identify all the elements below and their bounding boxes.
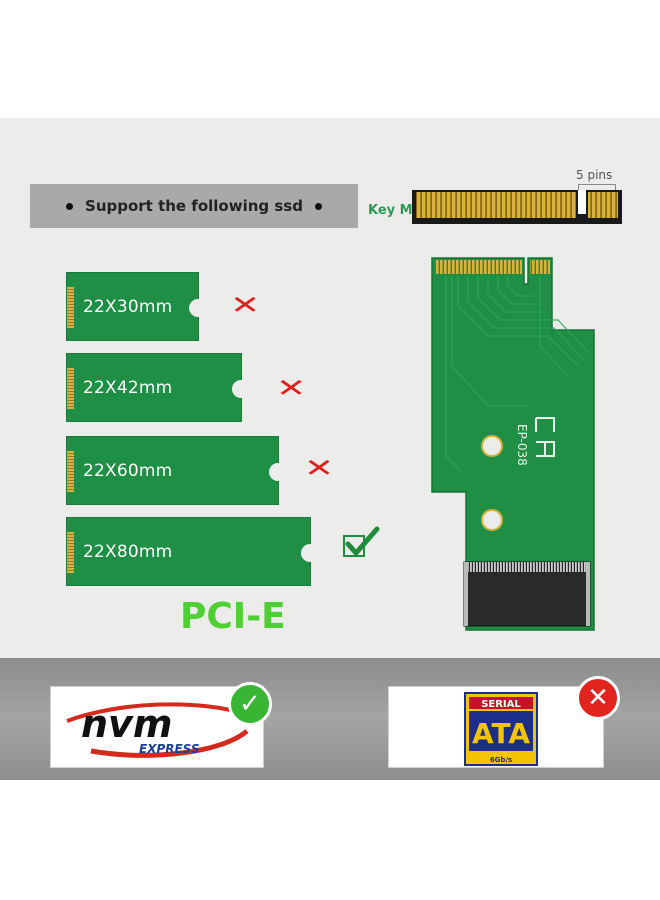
nvme-logo-icon: nvm EXPRESS	[66, 702, 250, 758]
mounting-notch	[232, 380, 250, 398]
bullet-icon	[314, 202, 322, 210]
cross-icon: ✕	[276, 374, 307, 403]
gold-contacts	[67, 532, 74, 573]
gold-contacts	[67, 287, 74, 328]
gold-contacts	[67, 451, 74, 492]
ata-logo-text: ATA	[472, 717, 530, 750]
ssd-module-22x60: 22X60mm	[66, 436, 287, 505]
adapter-board-image: EP-038	[431, 257, 595, 631]
ssd-module-22x42: 22X42mm	[66, 353, 250, 422]
gold-contacts	[67, 368, 74, 409]
cross-icon: ✕	[576, 676, 620, 720]
mounting-notch	[269, 463, 287, 481]
ssd-size-label: 22X30mm	[83, 297, 173, 317]
checkmark-icon	[343, 526, 380, 557]
ssd-module-22x30: 22X30mm	[66, 272, 207, 341]
ssd-size-label: 22X80mm	[83, 542, 173, 562]
bullet-icon	[66, 202, 74, 210]
pins-bracket	[578, 184, 616, 190]
ssd-size-label: 22X60mm	[83, 461, 173, 481]
nvme-logo-card: nvm EXPRESS	[50, 686, 264, 768]
ssd-size-label: 22X42mm	[83, 378, 173, 398]
support-banner: Support the following ssd	[30, 184, 358, 228]
key-m-connector-icon	[412, 190, 622, 224]
nvm-logo-text: nvm	[81, 702, 172, 746]
mounting-notch	[189, 299, 207, 317]
cross-icon: ✕	[230, 291, 261, 320]
pins-label: 5 pins	[576, 168, 613, 182]
interface-label: PCI-E	[180, 596, 286, 637]
cross-icon: ✕	[304, 454, 335, 483]
banner-text: Support the following ssd	[85, 197, 303, 215]
mounting-notch	[301, 544, 319, 562]
serial-logo-text: SERIAL	[481, 699, 521, 710]
sata-logo-card: SERIAL ATA 6Gb/s	[388, 686, 604, 768]
sata-speed-text: 6Gb/s	[490, 756, 512, 764]
board-model-text: EP-038	[515, 424, 529, 466]
key-label: Key M	[368, 203, 413, 218]
checkmark-icon: ✓	[228, 682, 272, 726]
ssd-module-22x80: 22X80mm	[66, 517, 319, 586]
sata-logo-icon: SERIAL ATA 6Gb/s	[464, 692, 538, 766]
express-logo-text: EXPRESS	[139, 742, 200, 756]
